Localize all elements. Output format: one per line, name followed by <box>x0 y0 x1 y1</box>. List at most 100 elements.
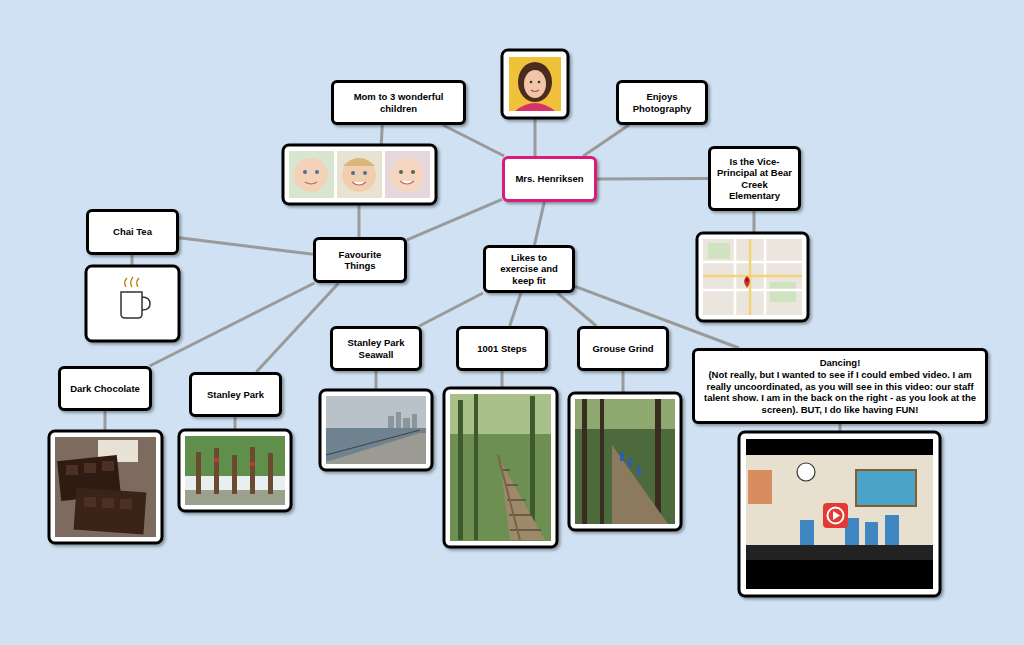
topic-box: Mom to 3 wonderful children <box>331 80 466 125</box>
node-label: Grouse Grind <box>592 343 653 354</box>
grouse-grind-photo-part <box>569 393 681 530</box>
node-label: Mrs. Henriksen <box>515 173 583 184</box>
video-player-part <box>823 503 848 528</box>
chocolate-photo-part <box>49 431 162 543</box>
children-photos-part <box>400 181 414 184</box>
chocolate-photo-part <box>66 461 132 509</box>
portrait-photo <box>502 50 568 118</box>
seawall-photo-part-part <box>412 414 417 428</box>
map-image-part <box>746 279 749 282</box>
map-image <box>697 233 808 321</box>
tea-cup-icon-part <box>86 266 179 341</box>
chocolate-photo-part <box>55 437 156 537</box>
node-label: Is the Vice-Principal at Bear Creek Elem… <box>717 156 792 202</box>
video-player-part <box>746 439 933 589</box>
node-label: Stanley Park <box>207 389 264 400</box>
node-label: Favourite Things <box>322 249 398 272</box>
seawall-photo-part <box>388 412 417 428</box>
portrait-photo-part <box>515 103 555 111</box>
tea-cup-icon <box>86 266 179 341</box>
stanley-park-photo-part <box>179 430 291 511</box>
node-label: Chai Tea <box>113 226 152 237</box>
stanley-park-photo-part-part <box>232 455 237 494</box>
video-player-part-part <box>865 522 878 545</box>
chocolate-photo-part-part <box>102 461 114 471</box>
stanley-park-photo-part-part <box>214 458 219 462</box>
node-label: Dark Chocolate <box>70 383 140 394</box>
map-image-part <box>770 282 796 302</box>
map-image-part-part <box>703 275 802 278</box>
steps-photo-part-part <box>505 484 518 486</box>
topic-box: Enjoys Photography <box>616 80 708 125</box>
grouse-grind-photo <box>569 393 681 530</box>
children-photos-part <box>411 170 415 174</box>
node-label: Dancing! <box>820 357 861 368</box>
topic-box: Stanley Park Seawall <box>330 326 422 371</box>
video-player-part-part <box>885 515 899 545</box>
stanley-park-photo-part-part <box>250 447 255 494</box>
chocolate-photo-part <box>74 488 147 535</box>
map-image-part <box>708 243 730 259</box>
video-player-part <box>800 515 899 545</box>
children-photos-part <box>390 158 424 192</box>
stanley-park-photo-part <box>214 458 255 466</box>
children-photos-part <box>343 158 375 166</box>
seawall-photo-part <box>326 428 426 464</box>
tea-cup-icon-part <box>142 297 150 310</box>
steps-photo-part-part <box>474 394 478 540</box>
map-image-part <box>697 233 808 321</box>
children-photos-part <box>315 170 319 174</box>
branch-connector <box>597 177 708 180</box>
grouse-grind-photo-part-part <box>620 452 624 461</box>
video-player-part <box>797 463 815 481</box>
map-image-part <box>703 239 802 315</box>
node-label: Stanley Park Seawall <box>339 337 413 360</box>
portrait-photo-part <box>509 57 561 111</box>
branch-connector <box>256 283 338 372</box>
children-photos-part <box>399 170 403 174</box>
video-player <box>739 432 940 596</box>
grouse-grind-photo-part-part <box>582 399 587 524</box>
stanley-park-photo <box>179 430 291 511</box>
video-player-part <box>746 545 933 560</box>
branch-connector <box>558 293 597 326</box>
steps-photo-part <box>450 394 551 434</box>
steps-photo-part-part <box>510 529 541 531</box>
stanley-park-photo-part-part <box>214 448 219 494</box>
steps-photo-part-part <box>503 469 510 471</box>
branch-connector <box>443 125 504 156</box>
steps-photo-part <box>498 455 520 540</box>
seawall-photo-part <box>320 390 432 470</box>
steps-photo-part <box>500 460 545 540</box>
seawall-photo-part-part <box>396 412 401 428</box>
stanley-park-photo-part-part <box>250 462 255 466</box>
portrait-photo-part <box>518 62 552 102</box>
topic-box: Stanley Park <box>189 372 282 417</box>
children-photos-part <box>283 145 436 204</box>
children-photos-part <box>294 158 328 192</box>
video-player-part <box>748 470 772 504</box>
children-photos <box>283 145 436 204</box>
steps-photo-part <box>444 388 557 547</box>
map-image-part-part <box>703 261 802 264</box>
stanley-park-photo-part <box>196 447 273 494</box>
portrait-photo-part <box>530 81 533 84</box>
portrait-photo-part <box>538 81 541 84</box>
grouse-grind-photo-part <box>575 399 675 524</box>
branch-connector <box>510 293 521 326</box>
video-player-part <box>828 508 844 524</box>
stanley-park-photo-part-part <box>196 452 201 494</box>
children-photos-part <box>337 151 382 198</box>
node-label: Likes to exercise and keep fit <box>492 252 566 286</box>
grouse-grind-photo-part-part <box>655 399 661 524</box>
seawall-photo-part <box>326 396 426 464</box>
map-image-part <box>703 239 802 315</box>
children-photos-part <box>305 182 317 184</box>
grouse-grind-photo-part-part <box>637 466 641 475</box>
topic-box: Is the Vice-Principal at Bear Creek Elem… <box>708 146 801 211</box>
chocolate-photo-part-part <box>120 499 132 509</box>
map-image-part <box>703 239 802 315</box>
topic-box: Dark Chocolate <box>58 366 152 411</box>
tea-cup-icon-part <box>125 277 139 287</box>
